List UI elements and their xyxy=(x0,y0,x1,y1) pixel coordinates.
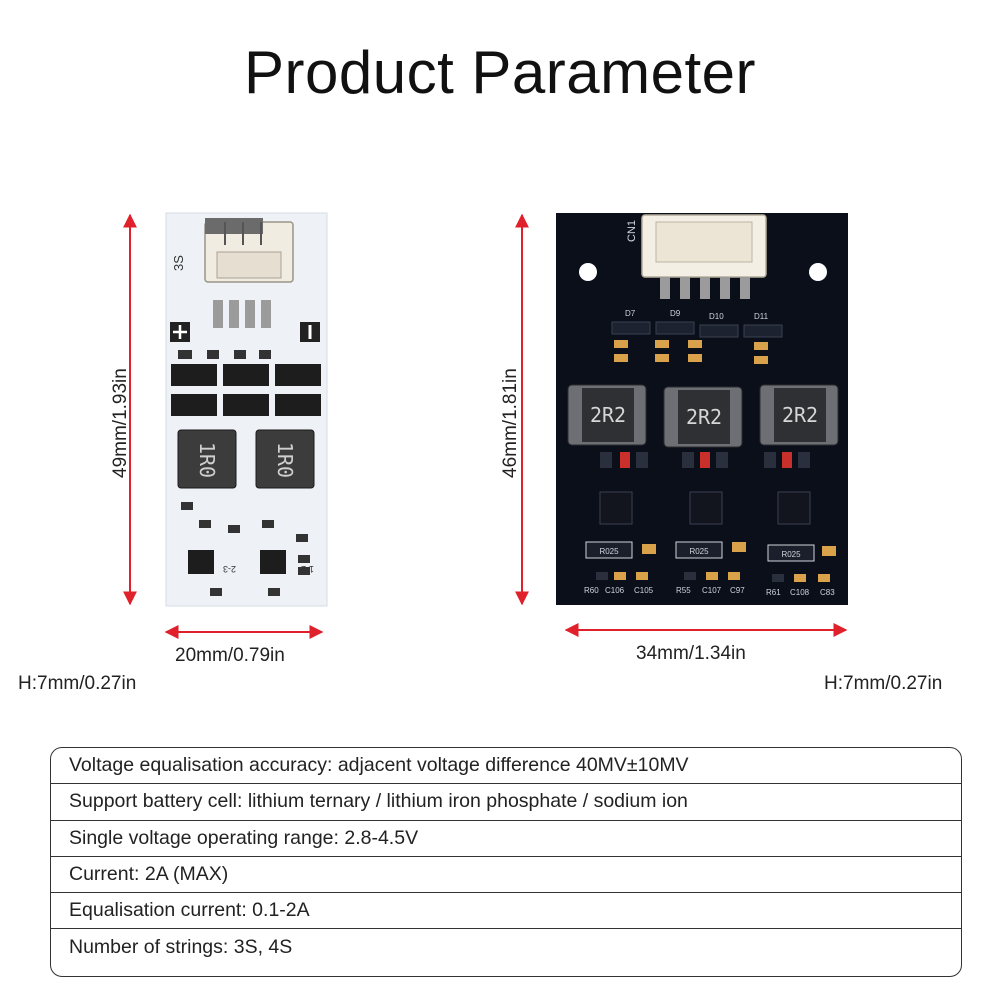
right-silk-label: C106 xyxy=(605,586,625,595)
left-pcb-board: 1R0 1R0 3S 2-3 1-2 xyxy=(165,212,328,607)
right-width-label: 34mm/1.34in xyxy=(636,643,746,664)
spec-row: Voltage equalisation accuracy: adjacent … xyxy=(51,748,961,785)
spec-row: Number of strings: 3S, 4S xyxy=(69,936,293,959)
right-inductor-marking: 2R2 xyxy=(590,403,626,427)
right-silk-label: D11 xyxy=(754,312,769,321)
right-thickness-label: H:7mm/0.27in xyxy=(824,673,943,694)
left-inductor-marking: 1R0 xyxy=(273,442,297,478)
spec-row: Current: 2A (MAX) xyxy=(51,857,961,894)
right-height-label: 46mm/1.81in xyxy=(500,368,521,478)
right-silk-label: C108 xyxy=(790,588,810,597)
right-silk-label: C105 xyxy=(634,586,654,595)
spec-table: Voltage equalisation accuracy: adjacent … xyxy=(50,747,962,977)
right-pcb-board: CN1 D7 D9 D10 D11 2R2 2R2 2R2 xyxy=(556,213,848,605)
left-silk-label: 2-3 xyxy=(223,564,236,574)
right-inductor-marking: 2R2 xyxy=(782,403,818,427)
right-silk-label: D7 xyxy=(625,309,636,318)
left-silk-label: 1-2 xyxy=(301,564,314,574)
left-height-label: 49mm/1.93in xyxy=(110,368,131,478)
spec-row: Single voltage operating range: 2.8-4.5V xyxy=(51,821,961,857)
right-resistor-marking: R025 xyxy=(689,547,709,556)
right-silk-label: R60 xyxy=(584,586,599,595)
right-silk-label: C83 xyxy=(820,588,835,597)
left-silk-3s: 3S xyxy=(171,255,186,271)
right-silk-label: R55 xyxy=(676,586,691,595)
right-connector-label: CN1 xyxy=(626,220,638,242)
spec-row: Equalisation current: 0.1-2A xyxy=(51,893,961,930)
left-inductor-marking: 1R0 xyxy=(195,442,219,478)
left-width-label: 20mm/0.79in xyxy=(175,645,285,666)
right-silk-label: D9 xyxy=(670,309,681,318)
spec-row: Support battery cell: lithium ternary / … xyxy=(51,784,961,821)
right-silk-label: R61 xyxy=(766,588,781,597)
right-silk-label: C107 xyxy=(702,586,722,595)
page-title: Product Parameter xyxy=(243,39,757,106)
left-thickness-label: H:7mm/0.27in xyxy=(18,673,137,694)
right-resistor-marking: R025 xyxy=(781,550,801,559)
right-silk-label: D10 xyxy=(709,312,724,321)
right-inductor-marking: 2R2 xyxy=(686,405,722,429)
right-resistor-marking: R025 xyxy=(599,547,619,556)
right-silk-label: C97 xyxy=(730,586,745,595)
